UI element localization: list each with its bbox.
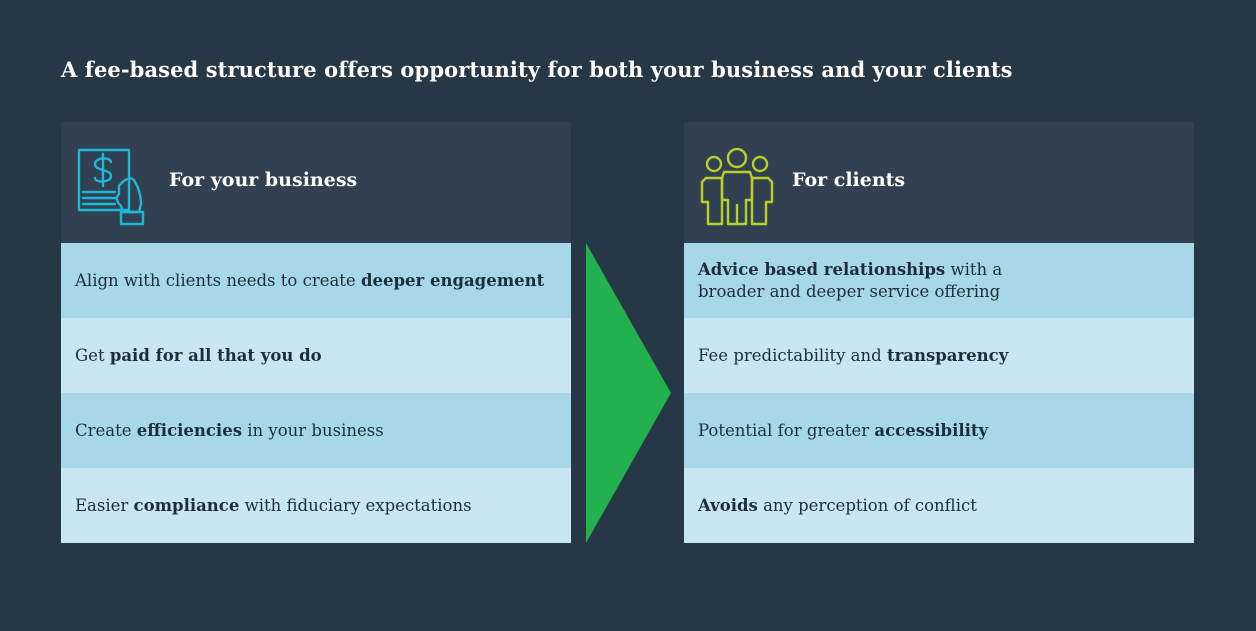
clients-panel-header: For clients <box>684 122 1194 243</box>
business-row-4: Easier compliance with fiduciary expecta… <box>61 468 571 543</box>
page-title: A fee-based structure offers opportunity… <box>61 57 1013 82</box>
business-row-3: Create efficiencies in your business <box>61 393 571 468</box>
business-panel: For your business Align with clients nee… <box>61 122 571 543</box>
clients-row-4: Avoids any perception of conflict <box>684 468 1194 543</box>
green-arrow-icon <box>586 243 672 547</box>
clients-panel: For clients Advice based relationships w… <box>684 122 1194 543</box>
business-row-2: Get paid for all that you do <box>61 318 571 393</box>
business-heading: For your business <box>169 169 358 191</box>
clients-row-1: Advice based relationships with a broade… <box>684 243 1194 318</box>
clients-row-3: Potential for greater accessibility <box>684 393 1194 468</box>
people-group-icon <box>700 147 774 232</box>
business-panel-header: For your business <box>61 122 571 243</box>
business-row-1: Align with clients needs to create deepe… <box>61 243 571 318</box>
clients-row-2: Fee predictability and transparency <box>684 318 1194 393</box>
dollar-document-hand-icon <box>77 148 149 232</box>
clients-heading: For clients <box>792 169 906 191</box>
